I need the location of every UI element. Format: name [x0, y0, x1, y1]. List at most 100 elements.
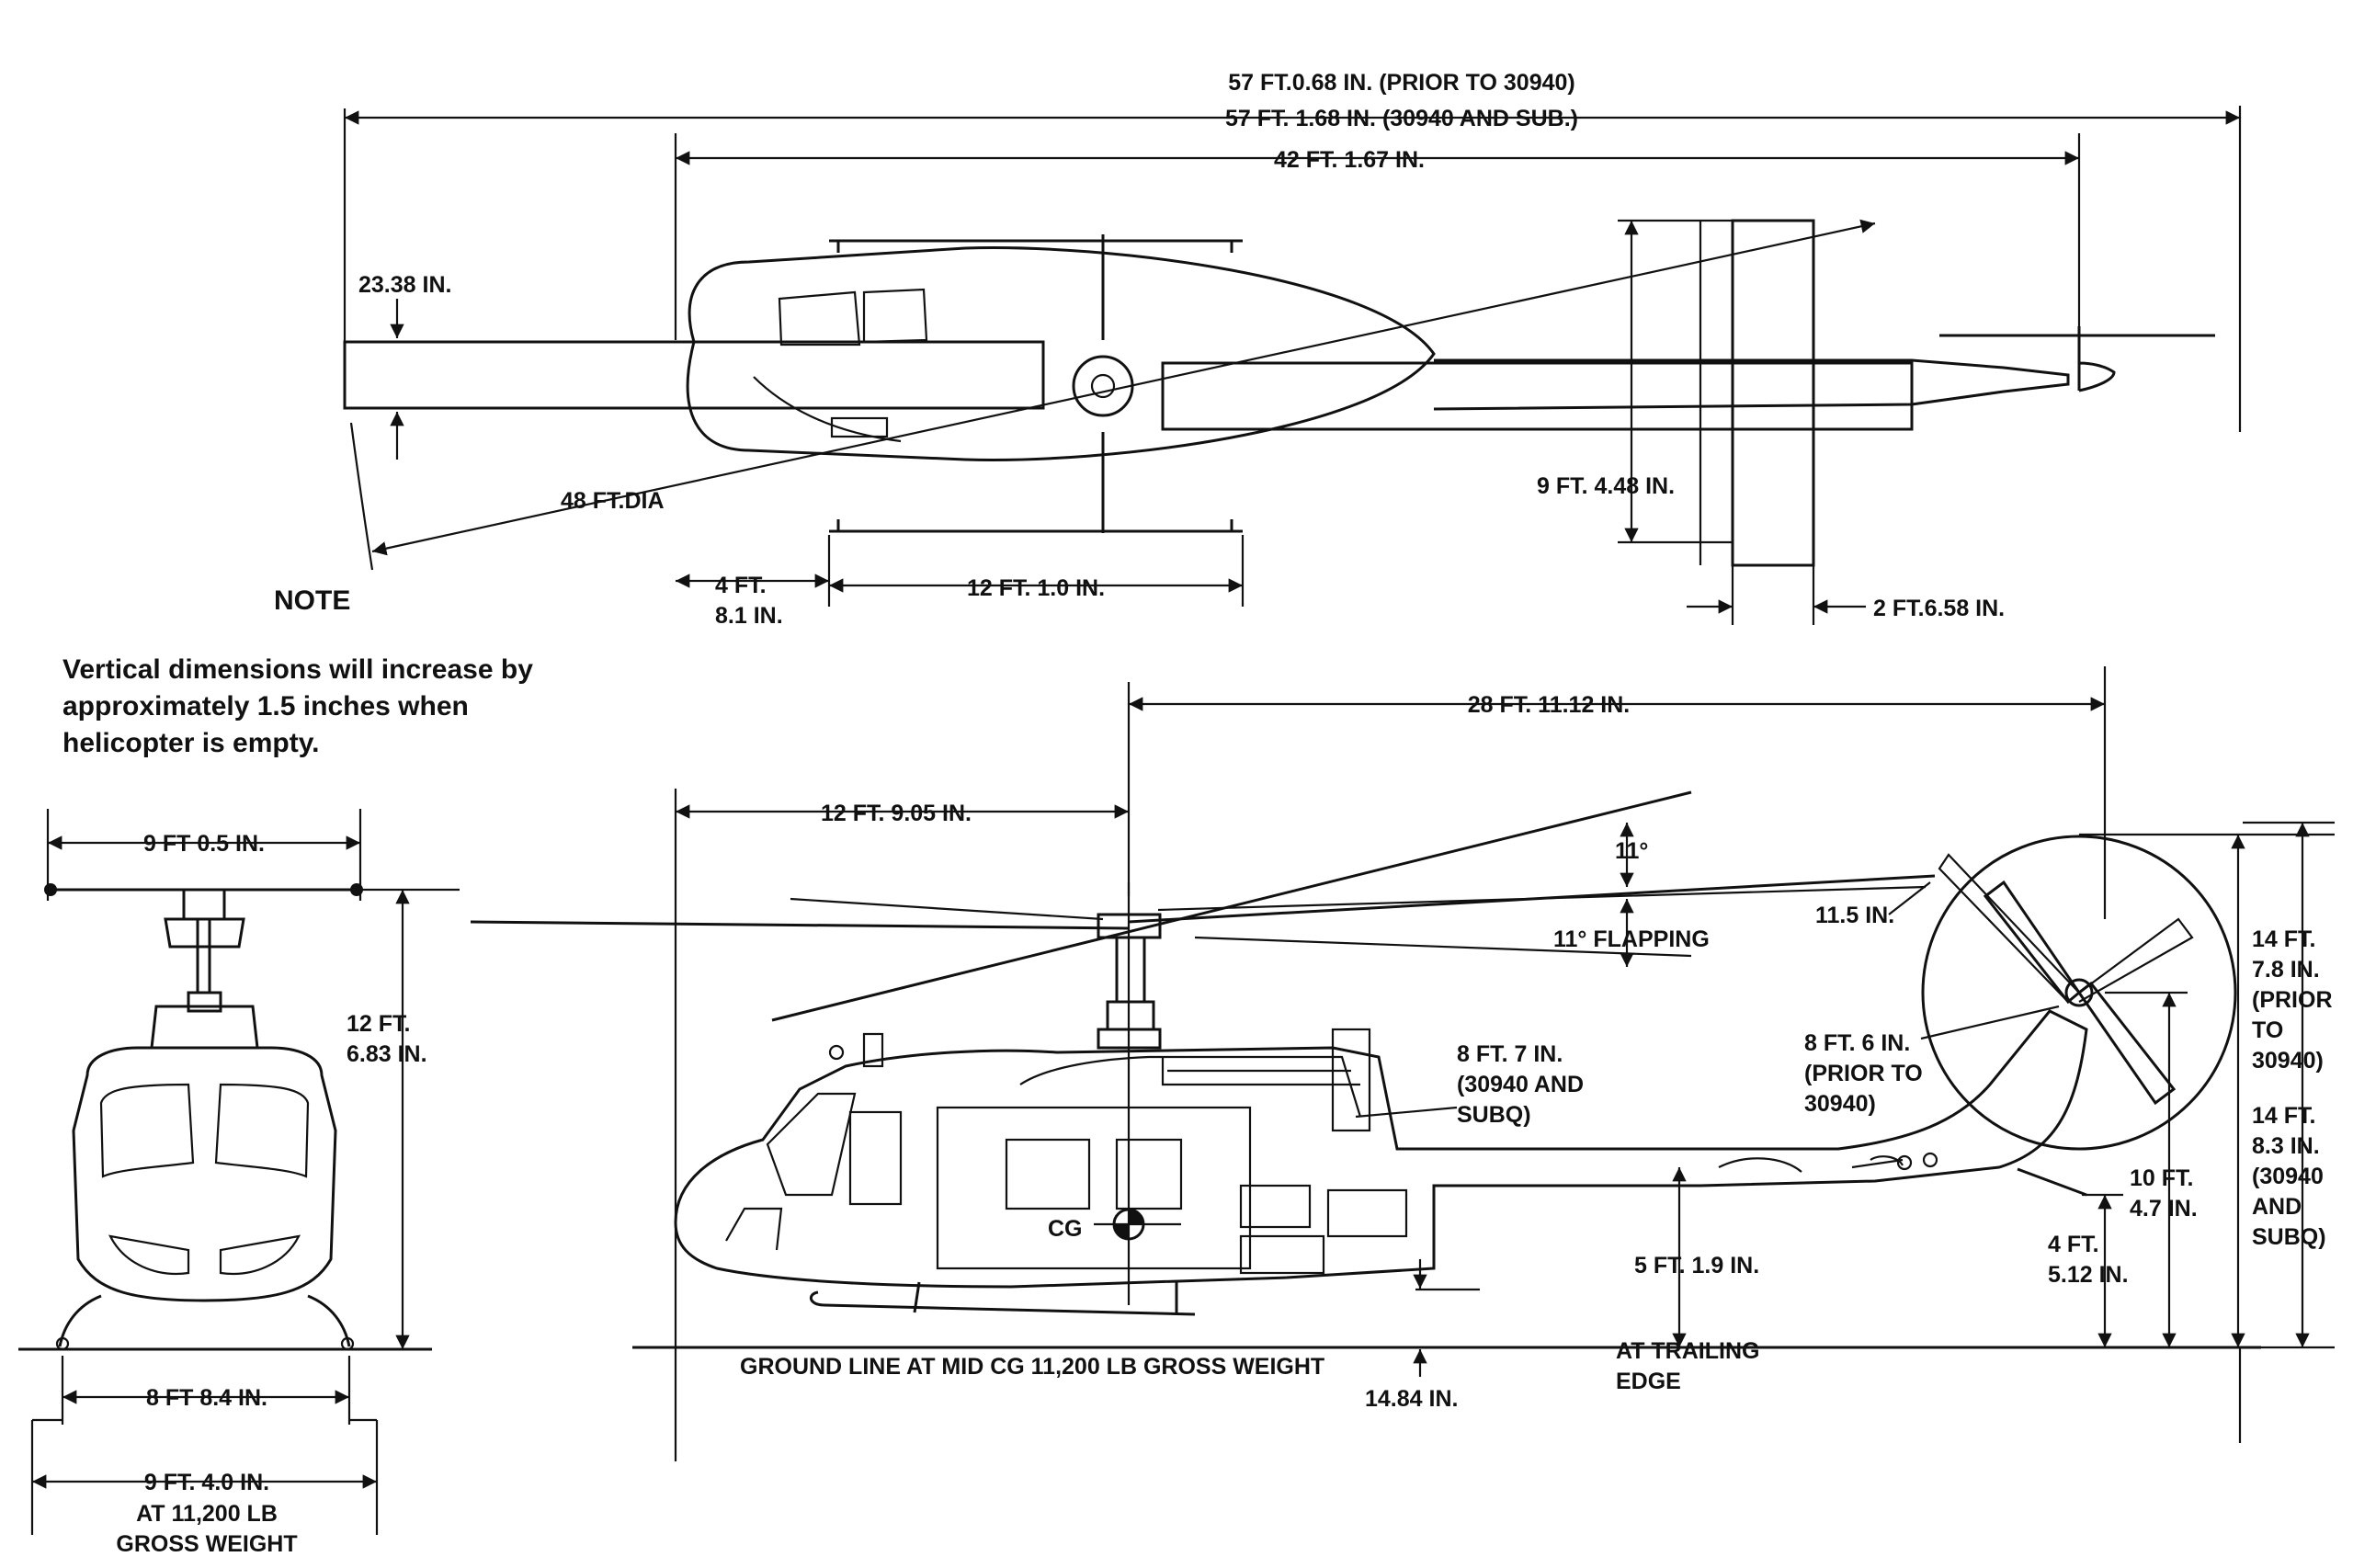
- front-chin-window-left: [108, 1234, 190, 1275]
- front-rotor-tip-right: [350, 883, 363, 896]
- label-side-height-subq-3: SUBQ): [1457, 1102, 1531, 1128]
- side-rotor-blade-aux-left: [790, 897, 1104, 921]
- side-synchronized-elevator: [1851, 1155, 1904, 1169]
- side-cargo-window-left: [1005, 1138, 1091, 1210]
- label-side-tail-skid-height-2: 5.12 IN.: [2048, 1262, 2129, 1288]
- label-side-ground-clearance: 14.84 IN.: [1365, 1386, 1458, 1412]
- side-tail-rotor-blade-up: [1983, 880, 2082, 1005]
- label-side-tailboom-height: 5 FT. 1.9 IN.: [1634, 1253, 1759, 1278]
- side-view: 28 FT. 11.12 IN. 12 FT. 9.05 IN. 11° 11°…: [470, 666, 2335, 1461]
- label-side-height-prior-2: (PRIOR TO: [1804, 1061, 1923, 1086]
- side-cargo-window-right: [1115, 1138, 1183, 1210]
- front-chin-window-right: [219, 1234, 301, 1275]
- label-nose-to-skid-1: 4 FT.: [715, 573, 767, 598]
- label-side-ground-line: GROUND LINE AT MID CG 11,200 LB GROSS WE…: [740, 1354, 1324, 1380]
- front-fuselage: [72, 1046, 337, 1302]
- side-tail-skid: [2017, 1167, 2087, 1197]
- front-transmission-fairing: [150, 991, 259, 1050]
- side-tail-rotor-blade-down: [2076, 981, 2177, 1106]
- label-stabilizer-chord: 2 FT.6.58 IN.: [1873, 596, 2005, 621]
- skid-top-plan: [829, 239, 1243, 253]
- side-tail-rotor-flap-blade-2: [1938, 853, 2080, 1003]
- label-front-tread-2: AT 11,200 LB: [136, 1501, 278, 1527]
- note-heading: NOTE: [274, 585, 350, 616]
- label-side-tail-hub-height-1: 10 FT.: [2130, 1165, 2193, 1191]
- side-aft-window-2: [1326, 1188, 1408, 1238]
- side-tail-rotor-hub: [2064, 978, 2094, 1007]
- label-mast-to-tail: 42 FT. 1.67 IN.: [1274, 147, 1425, 173]
- side-engine-cowling: [1161, 1057, 1360, 1086]
- side-cg-quadrant-1: [1129, 1210, 1143, 1224]
- side-engine-exhaust: [1331, 1028, 1371, 1132]
- label-skid-length: 12 FT. 1.0 IN.: [967, 575, 1105, 601]
- label-front-tread-3: GROSS WEIGHT: [116, 1531, 297, 1557]
- note-line-2: approximately 1.5 inches when: [63, 691, 469, 722]
- label-side-height-subq-2: (30940 AND: [1457, 1072, 1584, 1097]
- rotor-diameter-arc: [349, 422, 374, 571]
- side-elevator-tip: [1922, 1152, 1938, 1168]
- label-blade-chord: 23.38 IN.: [358, 272, 451, 298]
- label-side-tail-skid-height-1: 4 FT.: [2048, 1232, 2099, 1257]
- label-nose-to-skid-2: 8.1 IN.: [715, 603, 783, 629]
- main-rotor-blade-right-plan: [1161, 361, 1914, 431]
- label-side-overall-prior-1: 14 FT.: [2252, 926, 2315, 952]
- front-windshield-left: [99, 1083, 195, 1178]
- side-beacon: [828, 1044, 845, 1061]
- cabin-windows-plan: [778, 288, 928, 347]
- label-side-trailing-edge-1: AT TRAILING: [1616, 1338, 1759, 1364]
- side-fuselage-outline: [674, 1009, 2088, 1289]
- label-side-trailing-edge-2: EDGE: [1616, 1369, 1681, 1394]
- label-side-overall-sub-4: AND: [2252, 1194, 2302, 1220]
- front-mast: [164, 888, 245, 994]
- side-skid-cross-tubes: [913, 1281, 1178, 1314]
- label-overall-length-prior: 57 FT.0.68 IN. (PRIOR TO 30940): [1228, 70, 1574, 96]
- tail-boom-plan: [1433, 358, 2070, 411]
- side-tailboom-fin-detail: [1718, 1157, 1802, 1173]
- label-front-skid-width: 8 FT 8.4 IN.: [146, 1385, 267, 1411]
- side-windshield: [766, 1092, 857, 1197]
- side-nose-vent: [725, 1207, 783, 1251]
- label-side-overall-sub-3: (30940: [2252, 1164, 2324, 1189]
- label-front-rotor-width: 9 FT 0.5 IN.: [143, 831, 265, 857]
- side-tail-rotor-flap-blade: [2078, 917, 2194, 1003]
- front-skid-gear: [58, 1294, 351, 1347]
- skid-bottom-plan: [829, 519, 1243, 533]
- front-view: 9 FT 0.5 IN. 12 FT. 6.83 IN. 8 FT 8.4 IN…: [18, 809, 460, 1557]
- side-aft-window-3: [1239, 1234, 1325, 1275]
- side-rotor-blade-level-left: [470, 920, 1130, 930]
- rotor-hub-plan: [1072, 355, 1134, 417]
- side-cg-quadrant-2: [1114, 1224, 1129, 1239]
- label-side-flap-angle: 11°: [1615, 838, 1648, 864]
- label-side-overall-prior-5: 30940): [2252, 1048, 2324, 1074]
- label-side-cg: CG: [1048, 1216, 1083, 1242]
- side-cargo-door: [936, 1106, 1252, 1270]
- note-block: NOTE Vertical dimensions will increase b…: [63, 585, 533, 758]
- note-line-3: helicopter is empty.: [63, 728, 320, 758]
- side-height-prior-leader: [1920, 1005, 2060, 1040]
- label-side-nose-to-mast: 12 FT. 9.05 IN.: [821, 801, 972, 826]
- side-elevator-hinge: [1896, 1154, 1913, 1171]
- label-side-overall-sub-2: 8.3 IN.: [2252, 1133, 2320, 1159]
- label-stabilizer-span: 9 FT. 4.48 IN.: [1537, 473, 1675, 499]
- side-height-subq-leader: [1355, 1106, 1458, 1119]
- label-side-height-prior-1: 8 FT. 6 IN.: [1804, 1030, 1910, 1056]
- label-side-tail-hub-height-2: 4.7 IN.: [2130, 1196, 2198, 1221]
- side-mast-base: [1097, 1028, 1162, 1050]
- main-rotor-blade-left-plan: [343, 340, 1045, 410]
- front-windshield-right: [214, 1083, 310, 1178]
- label-side-overall-sub-1: 14 FT.: [2252, 1103, 2315, 1129]
- tail-rotor-plan: [1939, 326, 2215, 392]
- side-rotor-blade-aux-right: [1157, 885, 1927, 912]
- front-rotor-tip-left: [44, 883, 57, 896]
- side-aft-window-1: [1239, 1184, 1312, 1229]
- side-tail-clearance-leader: [1888, 881, 1931, 915]
- label-rotor-diameter: 48 FT.DIA: [561, 488, 665, 514]
- side-skid-tube: [809, 1290, 1196, 1316]
- horizontal-stabilizer-plan: [1731, 219, 1815, 567]
- label-side-overall-prior-3: (PRIOR: [2252, 987, 2333, 1013]
- label-side-flapping: 11° FLAPPING: [1553, 926, 1710, 952]
- note-line-1: Vertical dimensions will increase by: [63, 654, 533, 685]
- side-cockpit-door-window: [848, 1110, 903, 1206]
- side-cabin-roof-fairing: [1019, 1055, 1362, 1118]
